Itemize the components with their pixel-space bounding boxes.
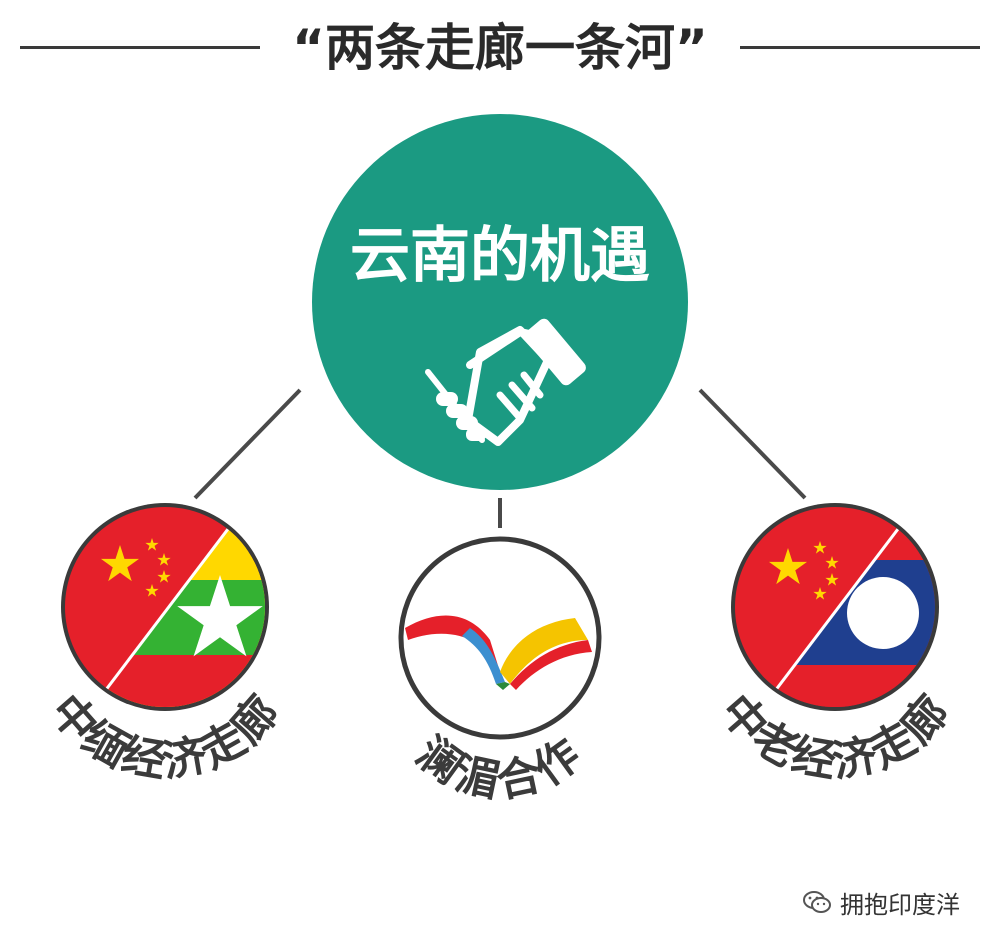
diagram-title: “两条走廊一条河” bbox=[292, 19, 708, 77]
lancang-mekong-ribbon-icon bbox=[405, 615, 592, 690]
wechat-icon bbox=[803, 891, 831, 913]
title-rule-right bbox=[740, 46, 980, 49]
watermark: 拥抱印度洋 bbox=[802, 884, 987, 920]
center-node-label: 云南的机遇 bbox=[350, 221, 650, 291]
middle-node bbox=[398, 536, 602, 740]
handshake-icon bbox=[425, 318, 586, 446]
connector-left bbox=[193, 388, 302, 500]
connector-right bbox=[698, 388, 807, 500]
center-node bbox=[312, 114, 688, 490]
china-laos-flag-icon bbox=[735, 507, 935, 707]
watermark-text: 拥抱印度洋 bbox=[840, 890, 960, 919]
title-rule-left bbox=[20, 46, 260, 49]
title-bar: “两条走廊一条河” bbox=[0, 0, 1000, 100]
